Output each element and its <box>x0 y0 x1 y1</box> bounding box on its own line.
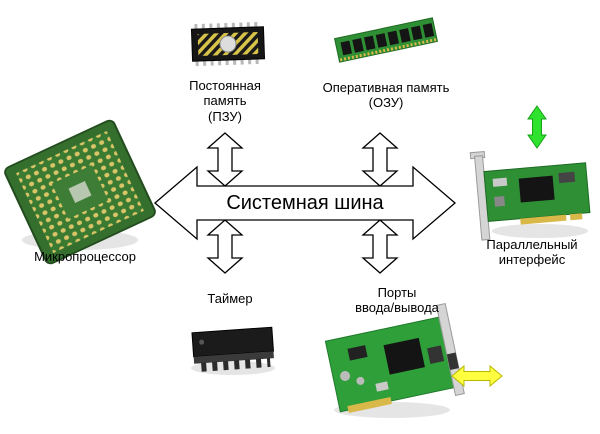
pci-card-shadow <box>492 224 588 238</box>
connector-arrow-down-left <box>206 219 244 274</box>
timer-image <box>191 326 274 372</box>
bus-label: Системная шина <box>226 192 384 214</box>
cpu-image <box>4 119 156 265</box>
ram-label: Оперативная память (ОЗУ) <box>321 80 451 111</box>
rom-image <box>190 21 266 67</box>
parallel-label-line2: интерфейс <box>498 252 566 268</box>
parallel-card-image <box>469 150 591 241</box>
ports-label-line2: ввода/вывода <box>355 300 439 316</box>
yellow-arrow-icon <box>451 364 503 388</box>
ports-label-line1: Порты <box>377 285 417 300</box>
connector-arrow-down-right <box>361 219 399 274</box>
ram-image <box>334 17 438 63</box>
system-bus-arrow <box>154 165 456 241</box>
ram-label-line2: (ОЗУ) <box>368 95 404 111</box>
cpu-label: Микропроцессор <box>34 249 136 264</box>
connector-arrow-up-right <box>361 132 399 187</box>
ports-label: Порты ввода/вывода <box>342 285 452 316</box>
parallel-label-line1: Параллельный <box>486 237 578 252</box>
timer-shadow <box>191 361 275 375</box>
timer-label: Таймер <box>207 291 253 306</box>
connector-arrow-up-left <box>206 132 244 187</box>
io-card-image <box>324 302 465 414</box>
rom-label-line3: (ПЗУ) <box>208 108 242 124</box>
green-arrow-icon <box>527 105 547 149</box>
ram-label-line1: Оперативная память <box>322 80 450 95</box>
rom-label-line2: память <box>203 93 247 109</box>
rom-label-line1: Постоянная <box>189 78 261 93</box>
parallel-label: Параллельный интерфейс <box>476 237 588 268</box>
rom-label: Постоянная память (ПЗУ) <box>175 78 275 124</box>
